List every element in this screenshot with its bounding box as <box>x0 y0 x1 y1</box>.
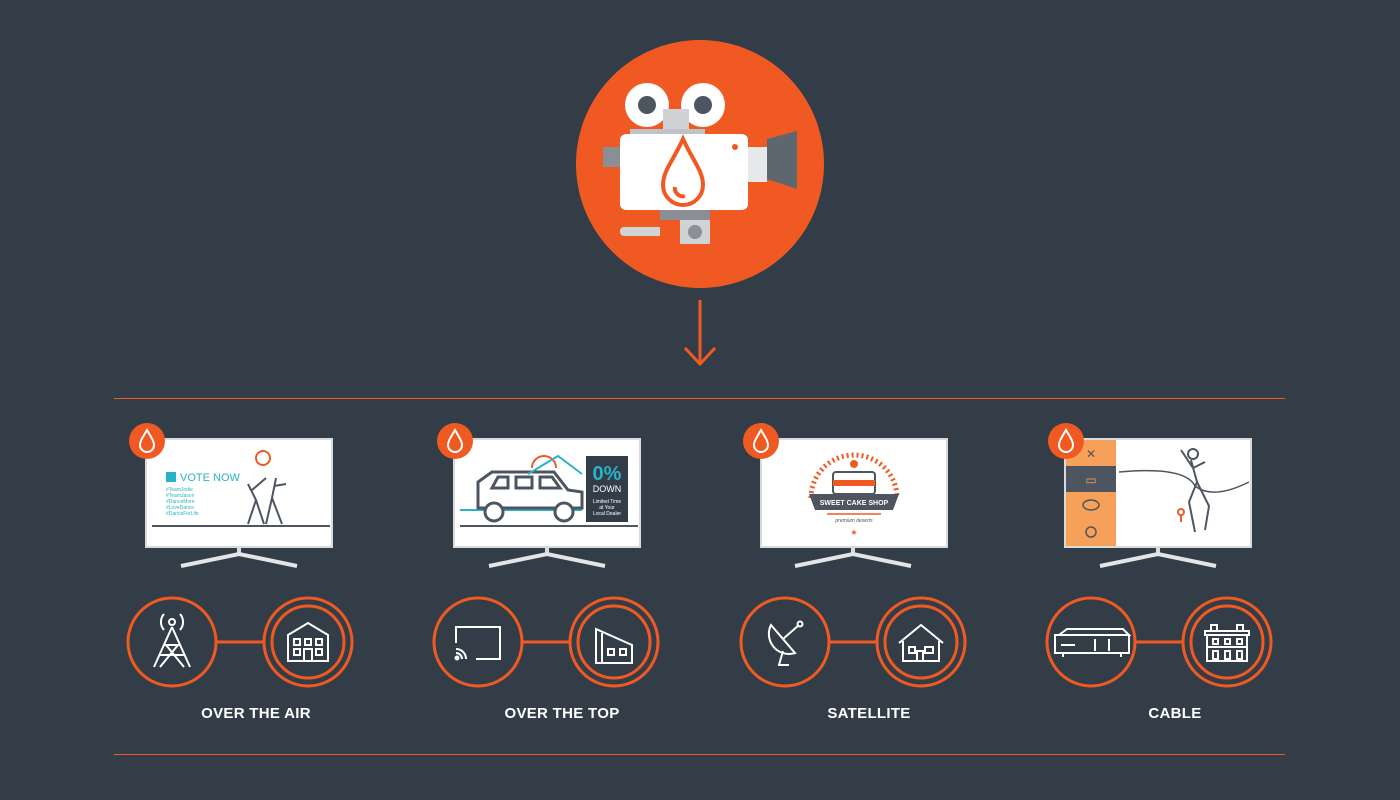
channel-label: CABLE <box>1148 705 1202 722</box>
arrow-down-icon <box>683 300 717 367</box>
promo-line: Local Dealer <box>593 511 621 517</box>
dancers-icon <box>247 450 287 525</box>
channel-cable: ✕ ▭ <box>1045 420 1305 730</box>
screen-title: VOTE NOW <box>180 472 241 484</box>
cable-box-icon <box>1054 628 1132 657</box>
cast-screen-icon <box>454 626 501 661</box>
drop-icon <box>660 134 706 207</box>
hero-camera <box>576 40 824 288</box>
tv-stand-icon <box>180 547 298 568</box>
promo-sub: DOWN <box>593 484 622 494</box>
channel-over-the-top: 0% DOWN Limited Time at Your Local Deale… <box>432 420 692 730</box>
apartment-building-icon <box>287 621 329 662</box>
golf-player-icon <box>1177 448 1211 533</box>
channel-over-the-air: VOTE NOW #TeamJodie #TeamJason #DanceMor… <box>126 420 386 730</box>
distribution-chain <box>739 596 967 688</box>
football-icon <box>1082 499 1100 511</box>
golf-cart-icon: ▭ <box>1085 473 1096 487</box>
broadcast-tower-icon <box>153 613 191 668</box>
channel-label: SATELLITE <box>827 705 911 722</box>
shop-subtitle: premium deserts <box>834 518 873 524</box>
sports-menu: ✕ ▭ <box>1066 440 1116 546</box>
drop-badge-icon <box>437 423 473 459</box>
promo-panel <box>586 456 628 522</box>
hashtag: #TeamJodie <box>166 487 193 493</box>
sunset-mountain-icon <box>527 454 583 475</box>
hashtag: #DanceMore <box>166 499 195 505</box>
channel-label: OVER THE AIR <box>201 705 311 722</box>
star-icon: ★ <box>850 528 857 537</box>
distribution-chain <box>432 596 660 688</box>
baseball-icon <box>1085 526 1097 538</box>
hashtag: #LoveDance <box>166 505 194 511</box>
channel-label: OVER THE TOP <box>504 705 620 722</box>
hashtag: #TeamJason <box>166 493 195 499</box>
hashtag-list: #TeamJodie #TeamJason #DanceMore #LoveDa… <box>166 487 199 517</box>
tv-screen: 0% DOWN Limited Time at Your Local Deale… <box>453 438 641 568</box>
promo-line: Limited Time <box>593 499 622 505</box>
film-camera-icon <box>603 83 797 244</box>
divider-bottom <box>114 754 1285 755</box>
satellite-dish-icon <box>767 620 804 666</box>
tv-screen: ✕ ▭ <box>1064 438 1252 568</box>
drop-badge-icon <box>1048 423 1084 459</box>
tv-screen: VOTE NOW #TeamJodie #TeamJason #DanceMor… <box>145 438 333 568</box>
house-icon <box>898 623 944 662</box>
promo-big: 0% <box>593 463 622 485</box>
tv-stand-icon <box>794 547 912 568</box>
tv-stand-icon <box>1099 547 1217 568</box>
tv-screen: SWEET CAKE SHOP premium deserts ★ <box>760 438 948 568</box>
tv-stand-icon <box>488 547 606 568</box>
hashtag: #DanceForLife <box>166 511 199 517</box>
suv-car-icon <box>476 470 584 523</box>
shop-title: SWEET CAKE SHOP <box>820 500 889 507</box>
drop-badge-icon <box>129 423 165 459</box>
promo-line: at Your <box>599 505 615 511</box>
distribution-chain <box>126 596 354 688</box>
hockey-icon: ✕ <box>1086 447 1096 461</box>
cake-logo-icon: SWEET CAKE SHOP premium deserts ★ <box>808 452 900 537</box>
distribution-chain <box>1045 596 1273 688</box>
drop-badge-icon <box>743 423 779 459</box>
channel-satellite: SWEET CAKE SHOP premium deserts ★ SATELL… <box>739 420 999 730</box>
modern-house-icon <box>595 627 633 664</box>
townhouse-icon <box>1204 624 1250 662</box>
twitter-icon <box>166 472 176 482</box>
divider-top <box>114 398 1285 399</box>
